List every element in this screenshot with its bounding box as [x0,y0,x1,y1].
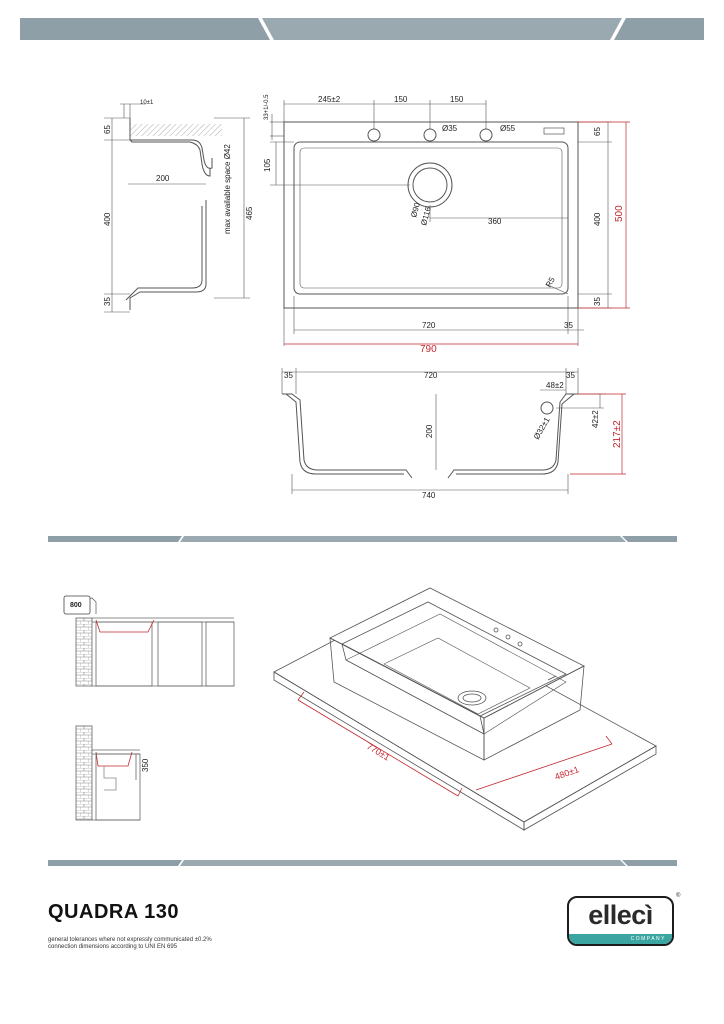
isometric-red-dims [297,691,613,797]
cabinet-side [75,725,141,821]
front-overflow-height: 42±2 [591,410,600,428]
separator-band-2 [48,860,677,866]
plan-spacing-1: 150 [394,95,408,104]
plan-inner-width: 720 [422,321,436,330]
plan-hole-35: Ø35 [442,124,458,133]
isometric-view [273,587,657,831]
front-width-dim: 720 [424,371,438,380]
logo-tagline: COMPANY [569,934,672,944]
front-overall-height: 217±2 [612,420,623,448]
plan-view [270,100,612,346]
product-title: QUADRA 130 [48,901,179,923]
plan-spacing-2: 150 [450,95,464,104]
front-overflow-dia: Ø32±1 [532,415,552,441]
plan-drain-116: Ø116 [419,205,433,226]
plan-overall-depth: 500 [614,205,625,222]
cabinet-height: 350 [141,758,150,772]
side-depth-dim: 400 [103,212,112,226]
iso-cutout-width: 480±1 [553,764,580,782]
front-section-view [281,368,606,494]
tolerance-notes: general tolerances where not expressly c… [48,937,212,951]
plan-overall-width: 790 [420,344,437,355]
plan-hole-55: Ø55 [500,124,516,133]
logo-word: ellecì [588,900,653,930]
plan-rim-right: 65 [593,127,602,136]
iso-cutout-length: 770±1 [365,741,392,762]
plan-bowl-depth: 400 [593,212,602,226]
side-rim-dim: 65 [103,125,112,134]
front-depth-dim: 200 [425,424,434,438]
front-left-dim: 35 [284,371,293,380]
registered-mark: ® [676,893,681,899]
front-bottom-width: 740 [422,491,436,500]
cabinet-label: 800 [70,602,82,609]
plan-base-right: 35 [593,297,602,306]
plan-hole-offset: 245±2 [318,95,341,104]
front-overflow-offset: 48±2 [546,381,564,390]
brand-logo: ellecì COMPANY [567,896,674,946]
plan-tol-top: 33+1/-0.5 [264,94,270,120]
plan-radius: R5 [544,275,557,289]
side-top-tol: 10±1 [140,100,154,106]
note-line-2: connection dimensions according to UNI E… [48,944,178,950]
side-overall-dim: 465 [245,206,254,220]
plan-drain-to-edge: 360 [488,217,502,226]
front-red-dims [570,393,626,475]
separator-band-1 [48,536,677,542]
side-inner-width-dim: 200 [156,174,170,183]
cabinet-label-box [63,595,91,615]
cabinet-elevation [71,597,235,687]
side-base-dim: 35 [103,297,112,306]
header-band [20,18,704,40]
plan-red-dims [284,121,630,345]
plan-drain-offset: 105 [263,158,272,172]
side-note: max available space Ø42 [223,144,232,234]
plan-edge-right: 35 [564,321,573,330]
front-right-dim: 35 [566,371,575,380]
plan-drain-90: Ø90 [409,201,422,218]
side-section-view [104,103,250,313]
note-line-1: general tolerances where not expressly c… [48,937,212,943]
